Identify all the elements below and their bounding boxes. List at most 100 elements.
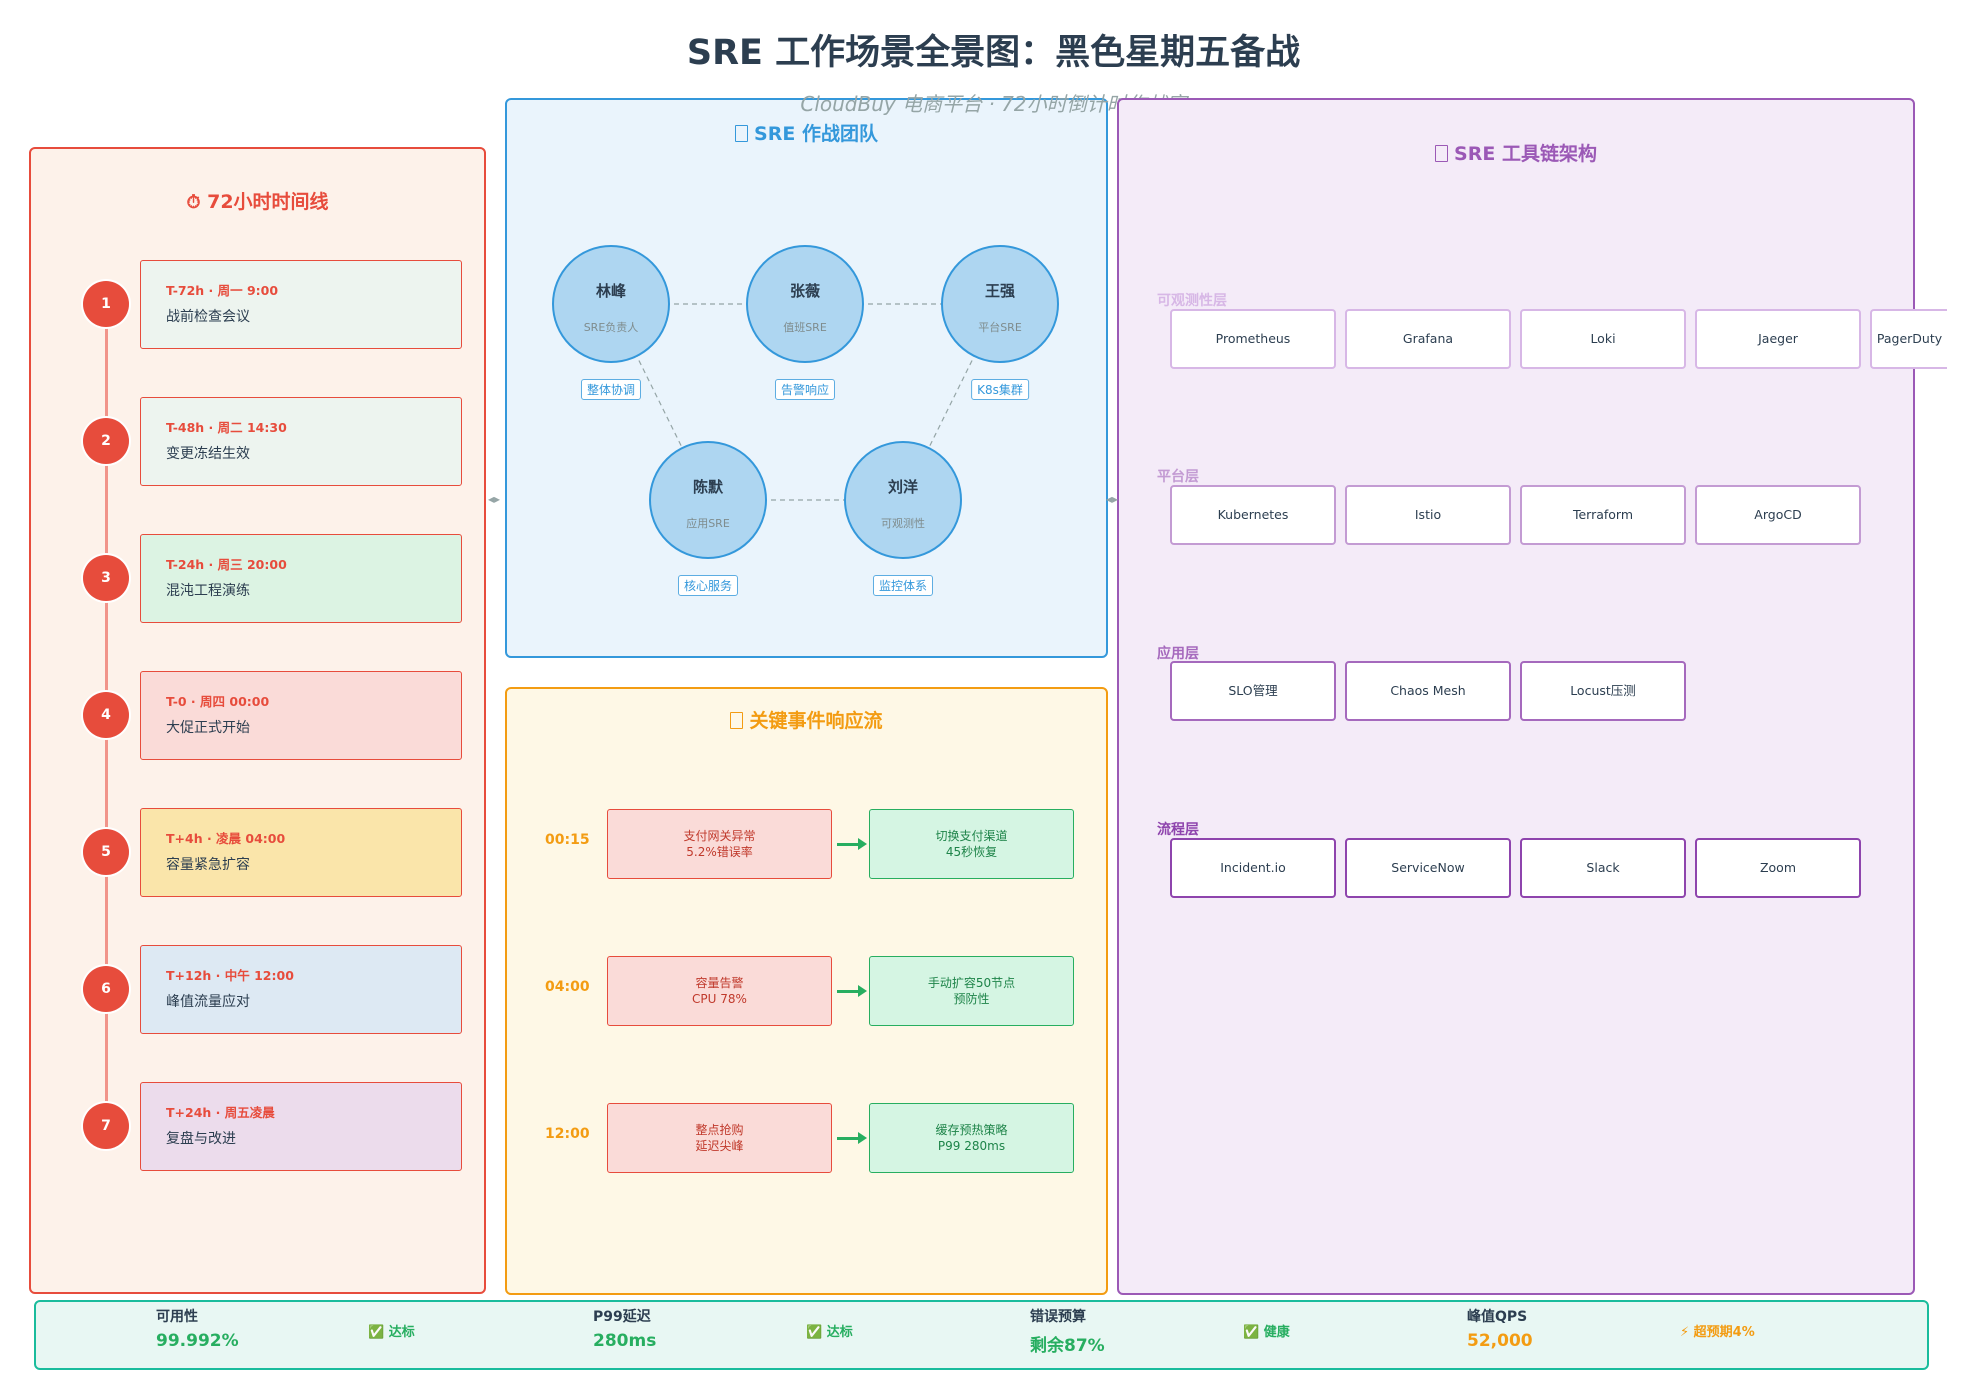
incident-solution-line: 缓存预热策略	[935, 1123, 1008, 1137]
team-panel	[505, 98, 1108, 658]
timeline-connector	[105, 327, 108, 418]
timeline-step-number: 4	[83, 692, 129, 738]
timeline-connector	[105, 464, 108, 555]
incident-problem: 支付网关异常 5.2%错误率	[607, 809, 832, 879]
timeline-connector	[105, 738, 108, 829]
tool-box: SLO管理	[1170, 661, 1336, 721]
team-member-avatar: 张薇值班SRE	[746, 245, 864, 363]
timeline-step-number: 5	[83, 829, 129, 875]
timeline-time: T+4h · 凌晨 04:00	[166, 831, 286, 846]
incident-solution: 缓存预热策略 P99 280ms	[869, 1103, 1074, 1173]
timeline-title-text: 72小时时间线	[207, 191, 329, 213]
kpi-value: 52,000	[1467, 1331, 1533, 1351]
incident-problem-line: 5.2%错误率	[686, 845, 753, 859]
arrow-right-icon	[837, 1132, 867, 1144]
tool-box: Slack	[1520, 838, 1686, 898]
timeline-event: 峰值流量应对	[166, 994, 250, 1010]
tool-layer-label: 平台层	[1157, 469, 1199, 485]
kpi-status-badge: ⚡ 超预期4%	[1680, 1325, 1755, 1340]
timeline-event: 变更冻结生效	[166, 446, 250, 462]
team-member-tag: 告警响应	[774, 379, 836, 400]
tool-box: Loki	[1520, 309, 1686, 369]
timeline-step-number: 7	[83, 1103, 129, 1149]
tool-box: Chaos Mesh	[1345, 661, 1511, 721]
tool-box: Kubernetes	[1170, 485, 1336, 545]
incident-problem-line: 容量告警	[695, 976, 744, 990]
tools-title: SRE 工具链架构	[1117, 139, 1915, 166]
incident-time: 00:15	[545, 832, 590, 848]
team-member-name: 林峰	[595, 282, 626, 300]
tool-box: Zoom	[1695, 838, 1861, 898]
team-member-avatar: 陈默应用SRE	[649, 441, 767, 559]
tool-layer-label: 应用层	[1157, 646, 1199, 662]
team-member-role: SRE负责人	[583, 321, 639, 334]
incident-time: 04:00	[545, 979, 590, 995]
timeline-connector	[105, 875, 108, 966]
tool-box: Terraform	[1520, 485, 1686, 545]
tool-box: Incident.io	[1170, 838, 1336, 898]
toolbox-icon	[1435, 145, 1449, 162]
timeline-time: T-24h · 周三 20:00	[166, 557, 287, 572]
incident-problem-line: CPU 78%	[692, 992, 747, 1006]
arrow-right-icon	[837, 985, 867, 997]
team-title: SRE 作战团队	[505, 119, 1108, 146]
team-member-tag: K8s集群	[971, 379, 1029, 400]
tool-box: Grafana	[1345, 309, 1511, 369]
team-member-avatar: 王强平台SRE	[941, 245, 1059, 363]
incident-solution-line: P99 280ms	[937, 1139, 1006, 1153]
incident-solution-line: 预防性	[953, 992, 990, 1006]
incident-problem: 整点抢购延迟尖峰	[607, 1103, 832, 1173]
timeline-time: T-0 · 周四 00:00	[166, 694, 270, 709]
timeline-connector	[105, 1012, 108, 1103]
alert-icon	[730, 712, 744, 729]
incident-solution: 手动扩容50节点预防性	[869, 956, 1074, 1026]
tool-box: Prometheus	[1170, 309, 1336, 369]
kpi-label: 错误预算	[1030, 1309, 1086, 1325]
timeline-step-number: 1	[83, 281, 129, 327]
tool-layer-label: 流程层	[1157, 822, 1199, 838]
timeline-time: T-72h · 周一 9:00	[166, 283, 279, 298]
timeline-event: 混沌工程演练	[166, 583, 250, 599]
team-member-tag: 整体协调	[580, 379, 642, 400]
tool-layer-label: 可观测性层	[1157, 293, 1227, 309]
timeline-time: T+12h · 中午 12:00	[166, 968, 294, 983]
team-member-role: 应用SRE	[686, 517, 730, 530]
team-icon	[735, 125, 749, 142]
timeline-event: 复盘与改进	[166, 1131, 236, 1147]
kpi-value: 280ms	[593, 1331, 657, 1351]
timeline-event: 大促正式开始	[166, 720, 250, 736]
team-member-role: 可观测性	[881, 517, 925, 530]
connector-arrow-right: ◂▸	[1106, 492, 1119, 506]
arrow-right-icon	[837, 838, 867, 850]
tool-box: ServiceNow	[1345, 838, 1511, 898]
timeline-card: T-24h · 周三 20:00 混沌工程演练	[140, 534, 462, 623]
incident-title-text: 关键事件响应流	[749, 710, 883, 732]
incident-problem-line: 延迟尖峰	[695, 1139, 744, 1153]
kpi-label: 峰值QPS	[1467, 1309, 1528, 1325]
team-title-text: SRE 作战团队	[754, 123, 878, 145]
team-member-name: 张薇	[789, 282, 820, 300]
timeline-step-number: 6	[83, 966, 129, 1012]
team-member-role: 值班SRE	[783, 321, 827, 334]
kpi-panel	[34, 1300, 1929, 1370]
timeline-step-number: 2	[83, 418, 129, 464]
kpi-status-badge: ✅ 达标	[368, 1325, 415, 1340]
tool-box: PagerDuty	[1870, 309, 1947, 369]
incident-time: 12:00	[545, 1126, 590, 1142]
timeline-step-number: 3	[83, 555, 129, 601]
team-member-name: 刘洋	[887, 478, 918, 496]
kpi-label: P99延迟	[593, 1309, 651, 1325]
incident-problem-line: 支付网关异常	[683, 829, 756, 843]
kpi-status-badge: ✅ 健康	[1243, 1325, 1290, 1340]
timeline-card: T+24h · 周五凌晨复盘与改进	[140, 1082, 462, 1171]
team-member-name: 王强	[984, 282, 1015, 300]
incident-problem-line: 整点抢购	[695, 1123, 744, 1137]
timeline-card: T-0 · 周四 00:00 大促正式开始	[140, 671, 462, 760]
team-member-avatar: 林峰 SRE负责人	[552, 245, 670, 363]
kpi-value: 剩余87%	[1030, 1336, 1105, 1356]
tool-box: Istio	[1345, 485, 1511, 545]
timeline-time: T+24h · 周五凌晨	[166, 1105, 275, 1120]
timeline-connector	[105, 601, 108, 692]
